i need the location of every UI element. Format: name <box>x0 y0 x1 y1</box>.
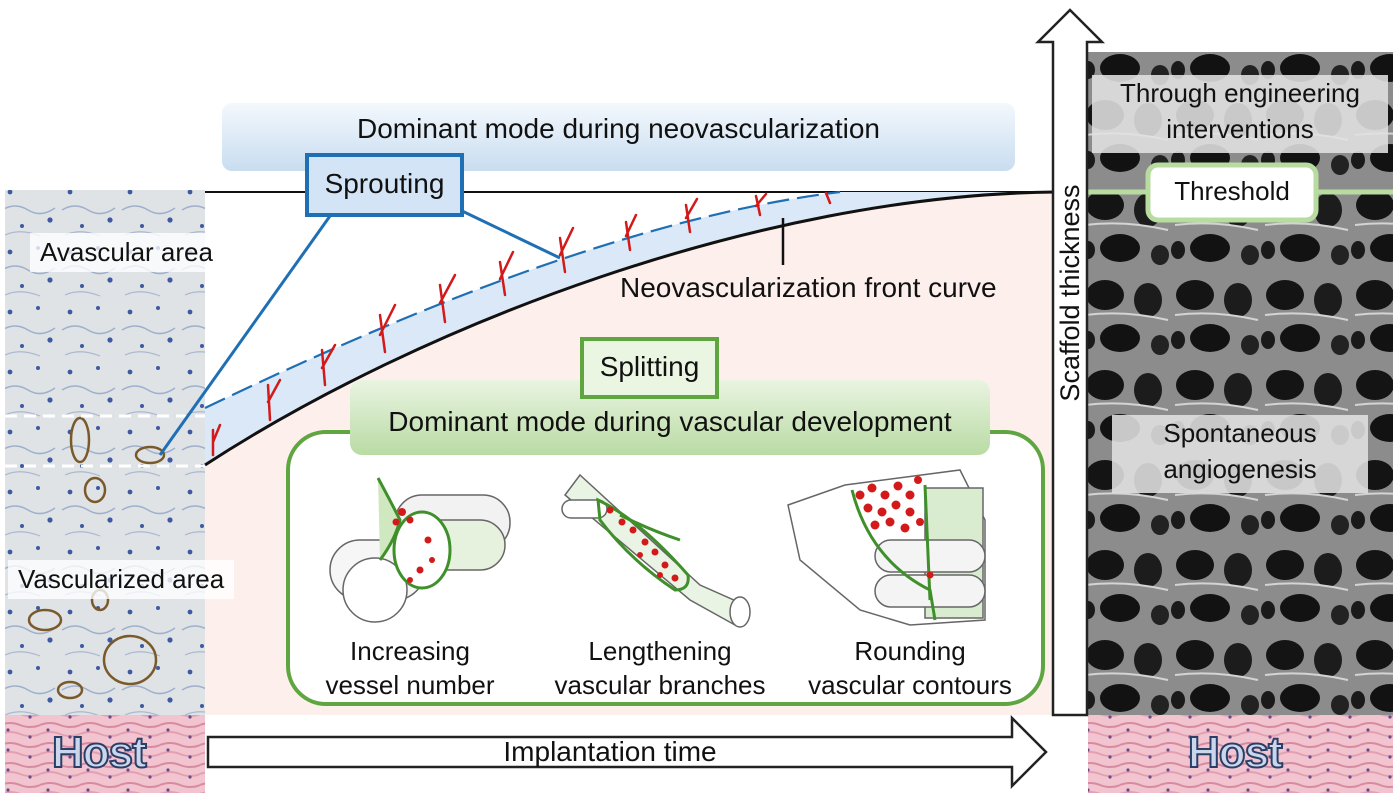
splitting-box <box>580 337 719 399</box>
sprouting-box <box>305 153 464 217</box>
implantation-time-label: Implantation time <box>503 736 717 767</box>
threshold-box <box>1145 162 1319 223</box>
illustration-lengthening-branches <box>561 473 751 628</box>
neovascularization-banner: Dominant mode during neovascularization <box>357 113 880 144</box>
tissue-vessels <box>27 416 166 700</box>
scaffold-thickness-arrow <box>1034 8 1106 717</box>
rounding-contours-caption: Rounding vascular contours <box>790 634 1030 702</box>
increasing-vessel-number-caption: Increasing vessel number <box>310 634 510 702</box>
caption-line: Increasing <box>350 636 470 666</box>
sprouting-leader-left <box>158 215 332 456</box>
scaffold-thickness-label: Scaffold thickness <box>1055 184 1085 402</box>
caption-line: vascular contours <box>808 670 1012 700</box>
host-label-right: Host <box>1187 727 1284 778</box>
threshold-label: Threshold <box>1174 176 1290 206</box>
avascular-area-label: Avascular area <box>30 233 223 272</box>
vascularized-area-label: Vascularized area <box>8 560 235 599</box>
neovascularization-front-curve <box>204 190 1056 467</box>
caption-line: vascular branches <box>554 670 766 700</box>
sprouting-label: Sprouting <box>324 168 445 199</box>
sprouting-leader-right <box>459 208 561 260</box>
caption-line: Lengthening <box>588 636 732 666</box>
host-label-left: Host <box>51 727 148 778</box>
vascular-development-banner: Dominant mode during vascular developmen… <box>388 406 952 437</box>
illustration-rounding-contours <box>787 469 986 626</box>
caption-line: vessel number <box>325 670 495 700</box>
front-curve-label: Neovascularization front curve <box>620 272 997 303</box>
caption-line: Rounding <box>854 636 966 666</box>
engineering-interventions-label: Through engineering interventions <box>1092 75 1388 153</box>
spontaneous-angiogenesis-label: Spontaneous angiogenesis <box>1112 415 1368 493</box>
lengthening-branches-caption: Lengthening vascular branches <box>540 634 780 702</box>
avascular-region <box>205 192 1055 465</box>
host-tissue-right <box>1088 715 1393 793</box>
sprout-vessels <box>211 191 832 457</box>
host-tissue-left <box>5 715 205 793</box>
vascular-development-banner-box <box>350 380 990 455</box>
illustration-increasing-vessel-number <box>329 477 511 623</box>
splitting-label: Splitting <box>599 351 700 382</box>
avascular-tissue-image <box>5 190 205 715</box>
implantation-time-arrow <box>206 714 1048 790</box>
